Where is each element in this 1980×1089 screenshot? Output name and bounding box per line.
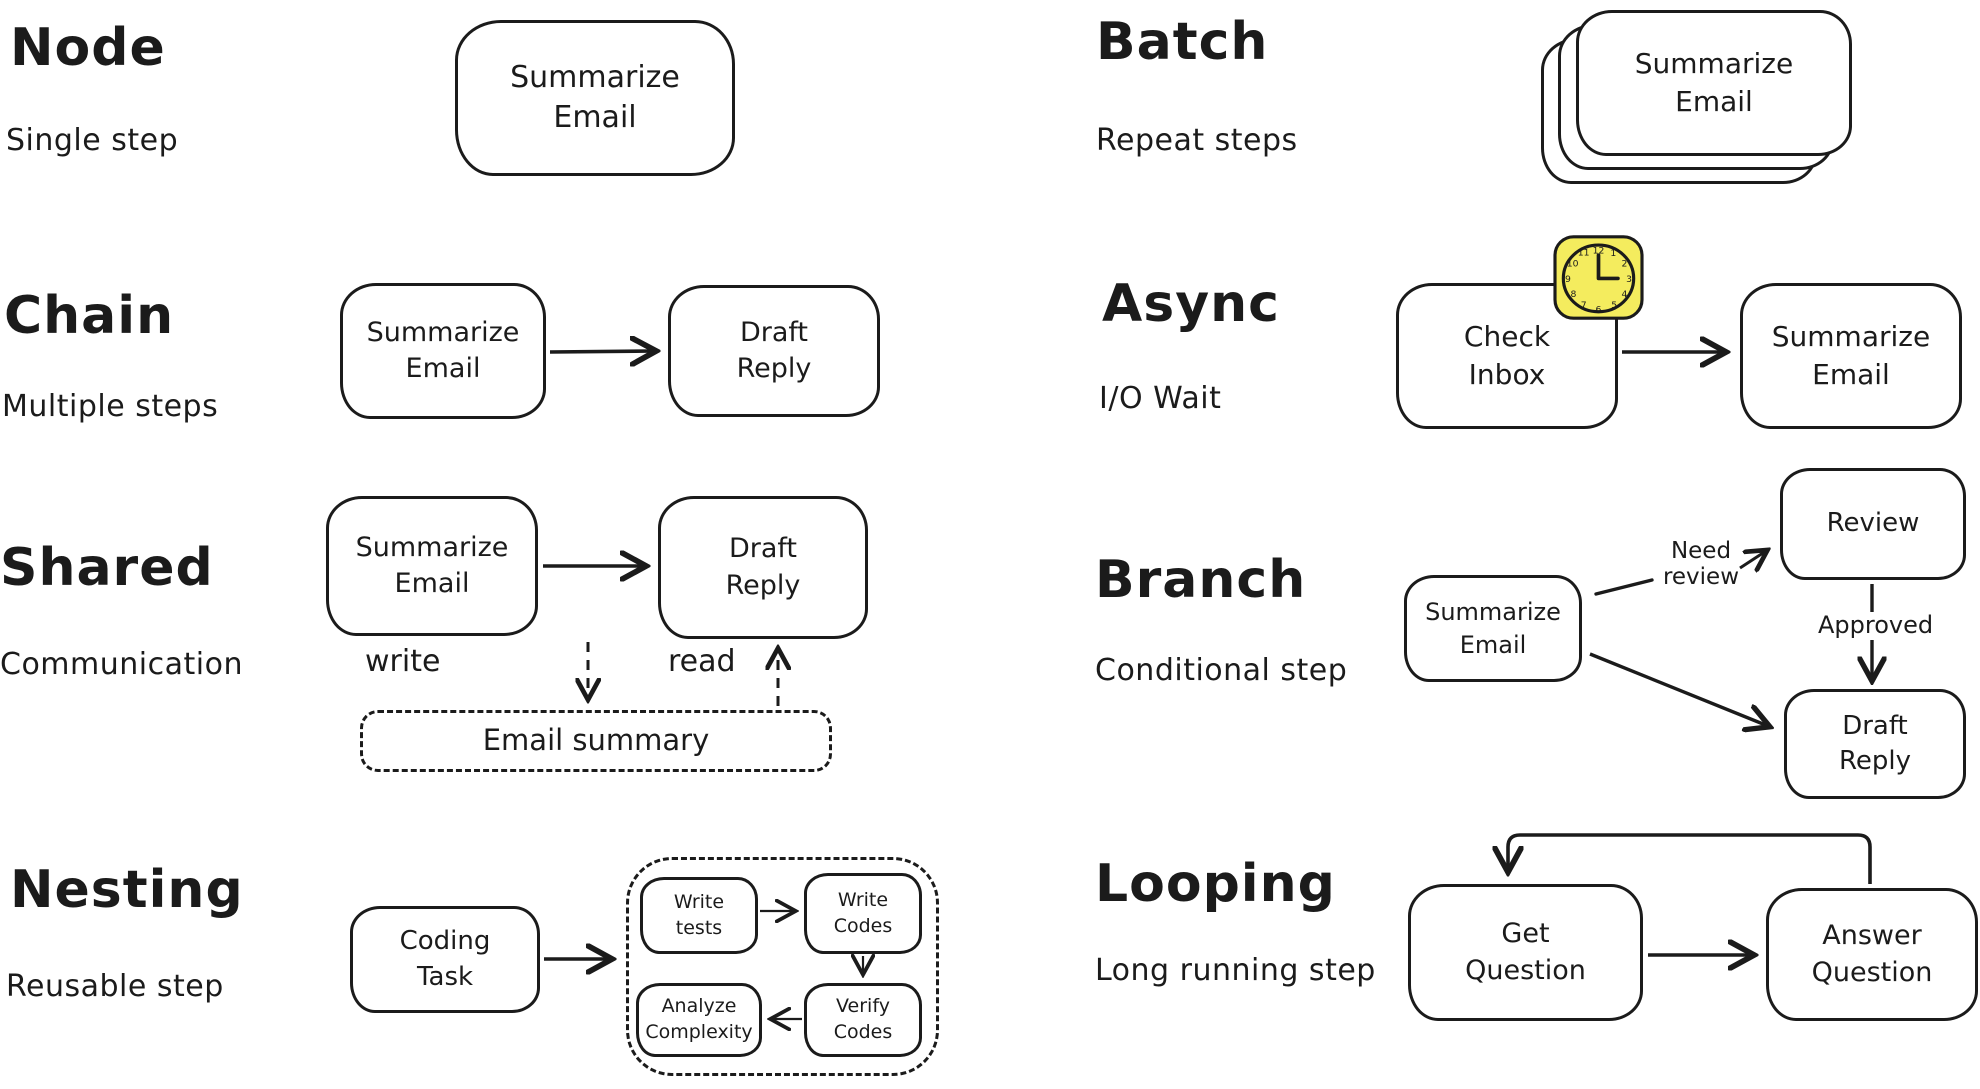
- looping-back-arrow: [1508, 833, 1872, 884]
- batch-subtitle: Repeat steps: [1096, 123, 1298, 158]
- nesting-verify-codes-box: Verify Codes: [804, 983, 922, 1057]
- svg-text:10: 10: [1567, 258, 1579, 269]
- branch-direct-arrow: [1589, 652, 1768, 726]
- shared-email-summary-store: Email summary: [360, 710, 832, 772]
- node-subtitle: Single step: [6, 123, 179, 158]
- shared-title: Shared: [0, 538, 214, 598]
- node-summarize-email-box: Summarize Email: [455, 20, 735, 176]
- node-title: Node: [10, 18, 166, 78]
- batch-title: Batch: [1096, 12, 1269, 72]
- looping-get-question-box: Get Question: [1408, 884, 1643, 1021]
- branch-need-review-label: Need review: [1662, 538, 1740, 591]
- chain-title: Chain: [4, 286, 175, 346]
- svg-text:1: 1: [1610, 248, 1616, 259]
- async-subtitle: I/O Wait: [1099, 381, 1222, 416]
- svg-text:12: 12: [1593, 245, 1605, 256]
- branch-need-review-line: [1594, 578, 1654, 596]
- branch-subtitle: Conditional step: [1095, 653, 1348, 688]
- chain-summarize-email-box: Summarize Email: [340, 283, 546, 419]
- svg-text:2: 2: [1621, 258, 1627, 269]
- shared-summarize-email-box: Summarize Email: [326, 496, 538, 636]
- svg-text:3: 3: [1626, 274, 1632, 285]
- chain-subtitle: Multiple steps: [2, 389, 219, 424]
- looping-subtitle: Long running step: [1095, 953, 1376, 988]
- nesting-subtitle: Reusable step: [6, 969, 224, 1004]
- branch-approved-label: Approved: [1814, 611, 1938, 640]
- svg-text:11: 11: [1578, 247, 1590, 258]
- svg-text:9: 9: [1565, 274, 1571, 285]
- branch-review-box: Review: [1780, 468, 1966, 580]
- svg-text:6: 6: [1596, 305, 1602, 316]
- shared-subtitle: Communication: [0, 647, 243, 682]
- shared-draft-reply-box: Draft Reply: [658, 496, 868, 639]
- async-title: Async: [1102, 274, 1280, 334]
- svg-text:7: 7: [1581, 300, 1587, 311]
- branch-draft-reply-box: Draft Reply: [1784, 689, 1966, 799]
- looping-answer-question-box: Answer Question: [1766, 888, 1978, 1021]
- nesting-dashed-container: [626, 857, 939, 1076]
- svg-text:8: 8: [1571, 289, 1577, 300]
- branch-summarize-email-box: Summarize Email: [1404, 575, 1582, 682]
- chain-draft-reply-box: Draft Reply: [668, 285, 880, 417]
- branch-title: Branch: [1095, 550, 1307, 610]
- nesting-title: Nesting: [10, 860, 244, 920]
- svg-text:4: 4: [1621, 289, 1627, 300]
- batch-summarize-email-box: Summarize Email: [1576, 10, 1852, 156]
- async-summarize-email-box: Summarize Email: [1740, 283, 1962, 429]
- chain-arrow: [549, 351, 654, 352]
- shared-read-label: read: [668, 644, 736, 679]
- nesting-write-codes-box: Write Codes: [804, 873, 922, 954]
- shared-write-label: write: [365, 644, 441, 679]
- svg-text:5: 5: [1611, 300, 1617, 311]
- looping-title: Looping: [1095, 854, 1336, 914]
- nesting-analyze-complexity-box: Analyze Complexity: [636, 983, 762, 1057]
- nesting-coding-task-box: Coding Task: [350, 906, 540, 1013]
- nesting-write-tests-box: Write tests: [640, 877, 758, 954]
